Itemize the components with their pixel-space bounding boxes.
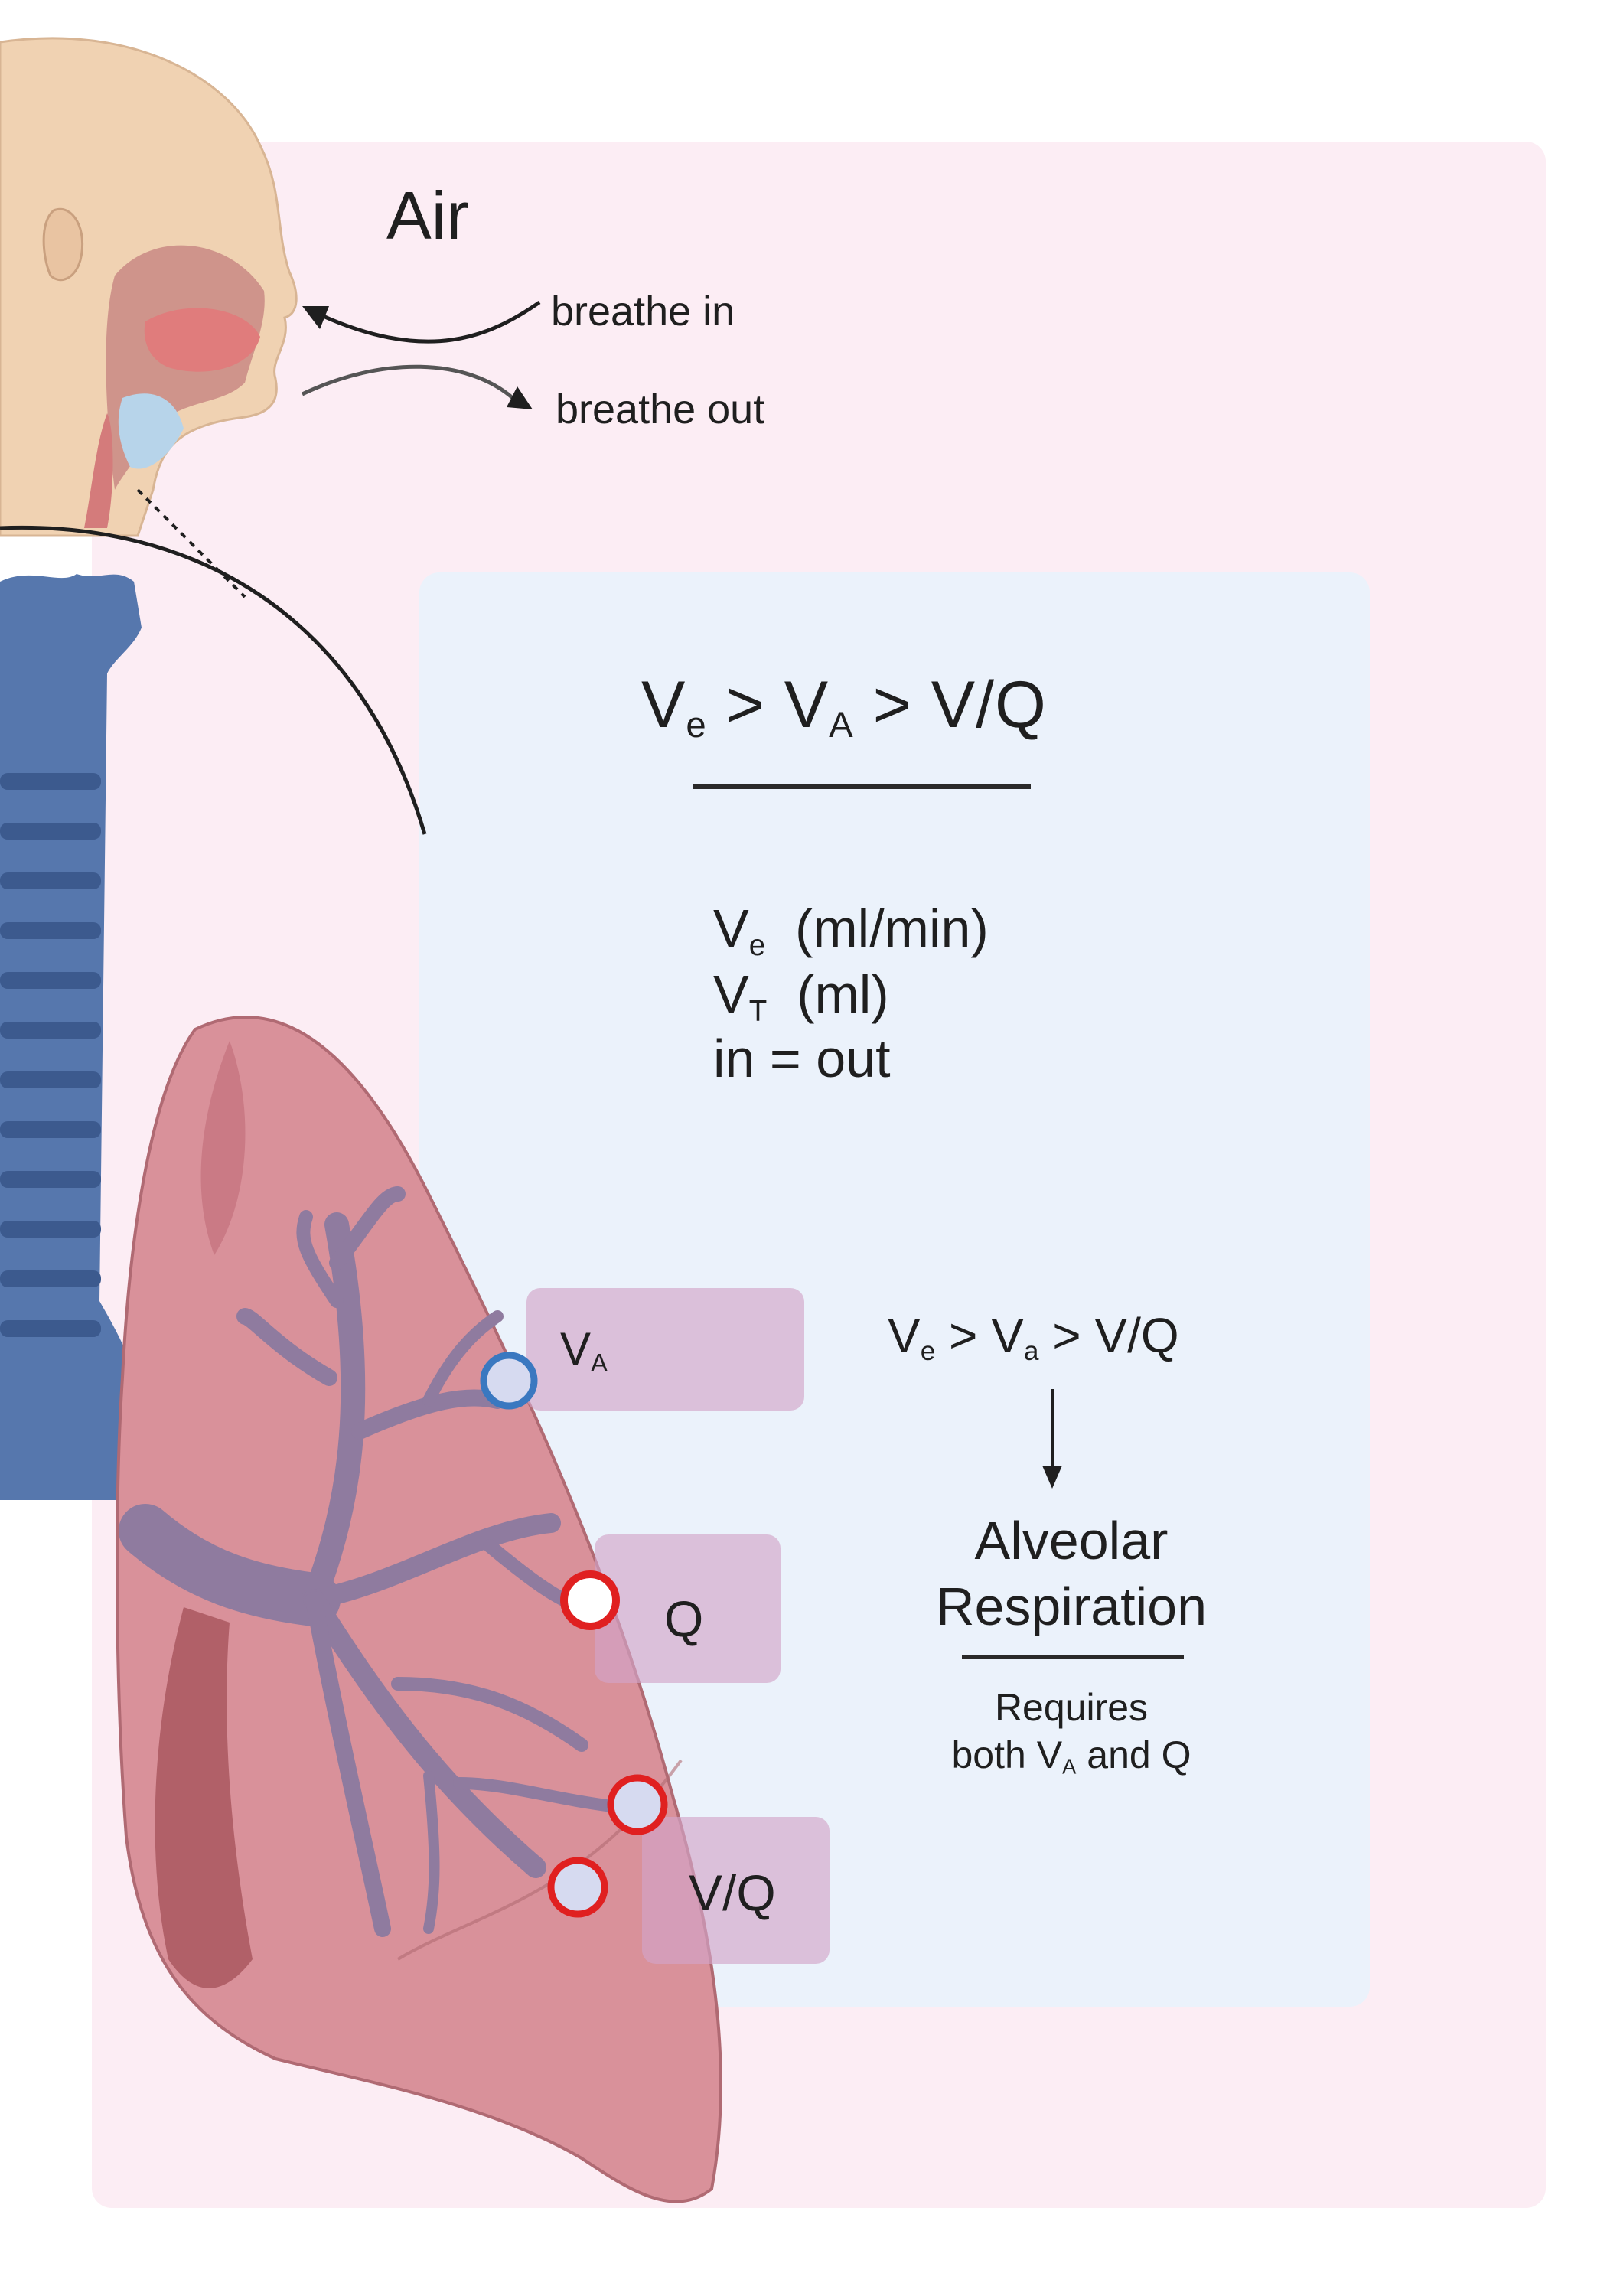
callout-box-q [595,1534,781,1683]
lung-label-vq: V/Q [689,1864,776,1921]
summary-note: Requires both VA and Q [951,1686,1191,1779]
equation-divider [693,784,1031,789]
zoom-arc [0,525,427,835]
marker-vq-lower [547,1857,608,1918]
lung-label-va: VA [560,1323,608,1378]
trachea-illustration [0,574,143,1500]
summary-divider [962,1655,1184,1659]
head-illustration [0,37,298,537]
alveolar-respiration-title: Alveolar Respiration [935,1511,1208,1636]
callout-box-va [526,1288,804,1411]
bronchi-illustration [119,1186,618,1937]
eq-gt-2: > [872,668,912,742]
breathe-out-label: breathe out [556,386,765,432]
eq-vq: V/Q [931,668,1047,742]
callout-box-vq [642,1817,830,1964]
definition-balance: in = out [713,1029,891,1088]
marker-q [560,1570,620,1630]
definition-ve: Ve (ml/min) [713,899,989,962]
lung-label-q: Q [664,1590,704,1647]
air-title: Air [386,178,469,253]
marker-va [480,1352,538,1410]
breathe-in-arrow [320,300,541,344]
zoom-link-dotted [136,488,246,598]
marker-vq-upper [607,1774,668,1835]
main-equation: Ve > VA > V/Q [641,672,1047,744]
eq-gt-1: > [725,668,765,742]
eq-va-sub: A [829,705,854,746]
definition-vt: VT (ml) [713,964,889,1028]
down-arrow-icon [1042,1389,1062,1489]
eq-ve: V [641,668,686,742]
secondary-equation: Ve > Va > V/Q [888,1308,1179,1366]
eq-ve-sub: e [686,705,707,746]
breathe-in-label: breathe in [551,289,735,334]
eq-va: V [784,668,830,742]
breathe-out-arrow [301,364,514,400]
